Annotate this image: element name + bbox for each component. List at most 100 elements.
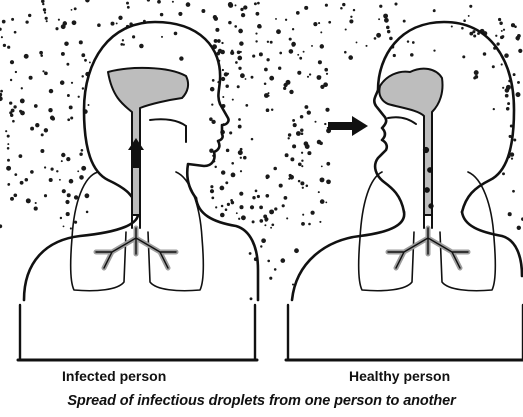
- droplet: [161, 36, 163, 38]
- droplet: [231, 162, 234, 165]
- droplet: [294, 248, 299, 253]
- droplet: [222, 69, 224, 71]
- droplet: [81, 149, 84, 152]
- droplet: [275, 18, 277, 20]
- droplet: [77, 170, 79, 172]
- droplet: [15, 71, 17, 73]
- droplet: [394, 2, 397, 5]
- droplet: [85, 0, 90, 2]
- droplet: [231, 201, 234, 204]
- droplet: [225, 181, 228, 184]
- droplet: [62, 189, 66, 193]
- droplet: [493, 108, 495, 110]
- droplet: [325, 202, 327, 204]
- droplet: [511, 23, 515, 27]
- droplet: [266, 108, 270, 112]
- droplet: [508, 212, 512, 216]
- droplet: [258, 25, 262, 29]
- droplet: [286, 80, 291, 85]
- droplet: [3, 44, 6, 47]
- droplet: [469, 32, 473, 36]
- droplet: [44, 128, 48, 132]
- droplet: [178, 12, 182, 16]
- droplet: [318, 60, 322, 64]
- droplet: [160, 13, 163, 16]
- droplet: [433, 9, 436, 12]
- droplet: [504, 53, 509, 58]
- airway-arrow-icon: [128, 138, 144, 168]
- droplet: [126, 2, 129, 5]
- droplet: [463, 19, 466, 22]
- droplet: [241, 13, 245, 17]
- droplet: [19, 154, 23, 158]
- droplet: [0, 93, 2, 97]
- droplet: [70, 116, 73, 119]
- droplet: [301, 152, 303, 154]
- droplet: [236, 212, 238, 214]
- droplet: [298, 180, 301, 183]
- droplet-cloud: [0, 0, 523, 300]
- droplet: [174, 32, 178, 36]
- droplet: [46, 20, 48, 22]
- droplet: [326, 73, 328, 75]
- droplet: [10, 197, 14, 201]
- droplet: [215, 28, 219, 32]
- droplet: [7, 135, 10, 138]
- droplet: [306, 185, 309, 188]
- droplet: [276, 29, 281, 34]
- droplet: [290, 157, 294, 161]
- droplet: [66, 157, 70, 161]
- droplet: [298, 162, 302, 166]
- droplet: [502, 87, 504, 89]
- droplet: [220, 213, 225, 218]
- droplet: [26, 198, 31, 203]
- droplet: [79, 175, 84, 180]
- droplet: [461, 27, 464, 30]
- droplet: [412, 41, 415, 44]
- droplet: [501, 30, 503, 32]
- droplet: [0, 28, 2, 31]
- droplet: [297, 71, 301, 75]
- droplet: [13, 193, 17, 197]
- droplet: [7, 46, 10, 49]
- droplet: [495, 35, 497, 37]
- droplet: [304, 6, 308, 10]
- droplet: [270, 227, 272, 229]
- droplet: [30, 127, 34, 131]
- droplet: [0, 96, 3, 101]
- droplet: [297, 54, 299, 56]
- droplet: [499, 21, 502, 24]
- droplet: [289, 38, 292, 41]
- droplet: [286, 217, 288, 219]
- droplet: [139, 44, 144, 49]
- droplet: [34, 207, 38, 211]
- droplet: [384, 18, 389, 23]
- droplet: [85, 193, 90, 198]
- droplet: [320, 31, 322, 33]
- droplet: [44, 166, 46, 168]
- droplet: [285, 19, 287, 21]
- droplet: [348, 55, 353, 60]
- droplet: [211, 103, 213, 105]
- droplet: [221, 170, 225, 174]
- droplet: [43, 8, 46, 11]
- droplet: [321, 166, 323, 168]
- droplet: [257, 195, 260, 198]
- droplet: [319, 142, 323, 146]
- droplet: [263, 214, 267, 218]
- droplet: [66, 212, 70, 216]
- droplet: [210, 189, 214, 193]
- droplet: [227, 203, 230, 206]
- droplet: [266, 58, 269, 61]
- droplet: [11, 18, 14, 21]
- droplet: [221, 205, 224, 208]
- droplet: [410, 53, 414, 57]
- droplet: [507, 102, 510, 105]
- droplet: [325, 108, 329, 112]
- droplet: [353, 9, 355, 11]
- droplet: [502, 172, 505, 175]
- droplet: [55, 27, 58, 30]
- droplet: [474, 70, 479, 75]
- droplet: [376, 33, 381, 38]
- droplet: [500, 36, 504, 40]
